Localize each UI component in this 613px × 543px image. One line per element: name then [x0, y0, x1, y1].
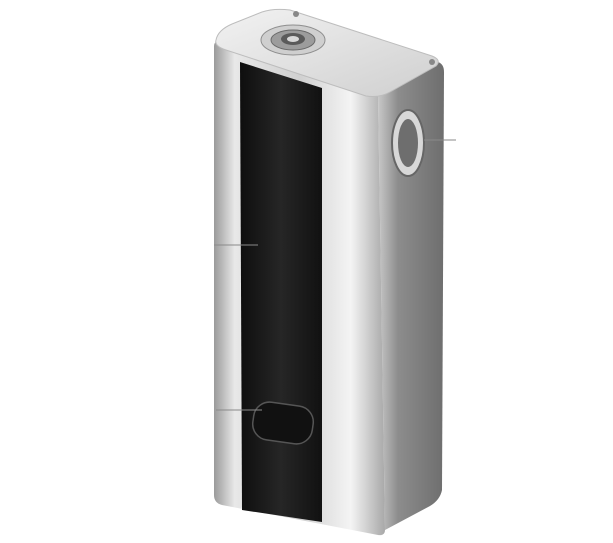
- screw-icon: [293, 11, 299, 17]
- screw-icon: [429, 59, 435, 65]
- display-panel: [240, 62, 322, 522]
- device-body: [214, 8, 444, 536]
- control-button[interactable]: [391, 109, 425, 177]
- connector-510: [260, 24, 326, 56]
- callout-lines: [214, 139, 456, 411]
- side-face: [378, 62, 444, 530]
- fire-button[interactable]: [251, 400, 316, 446]
